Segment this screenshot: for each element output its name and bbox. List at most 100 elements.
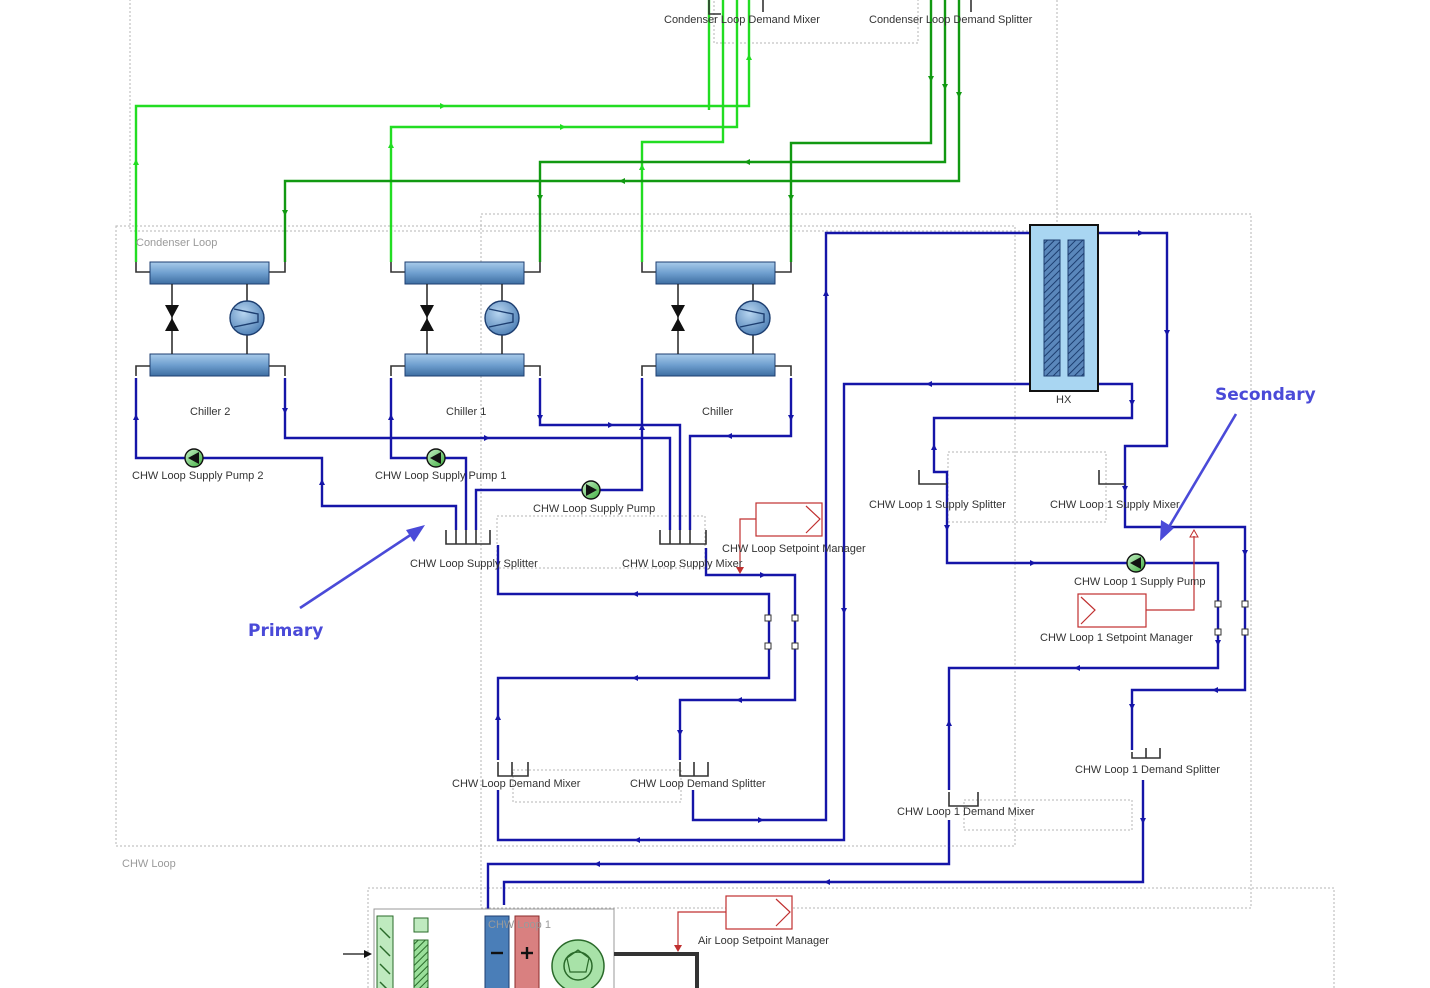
pump-label: CHW Loop Supply Pump xyxy=(533,503,655,515)
chw-loop-label: CHW Loop xyxy=(122,858,176,870)
loop-boundaries xyxy=(115,0,1335,988)
evaporator-bar xyxy=(404,353,525,377)
hx-plate-icon xyxy=(1067,239,1085,377)
setpoint-icon xyxy=(805,505,821,534)
setpoint-arrow-icon xyxy=(674,945,682,952)
flow-arrow xyxy=(726,433,732,439)
supply-air-duct xyxy=(614,952,699,988)
secondary-pointer xyxy=(1164,413,1238,533)
supply-mixer-node xyxy=(659,530,707,545)
flow-arrow xyxy=(942,84,948,90)
condenser-mixer-node xyxy=(708,0,721,15)
hx-plate-icon xyxy=(1043,239,1061,377)
pipe xyxy=(283,0,961,262)
flow-arrow xyxy=(1129,400,1135,406)
air-loop-setpoint-manager[interactable] xyxy=(674,895,793,952)
pipe xyxy=(1098,231,1247,750)
flow-arrow xyxy=(632,675,638,681)
chiller-2-label: Chiller 2 xyxy=(190,406,230,418)
chw-loop-setpoint-manager[interactable] xyxy=(736,502,823,574)
setpoint-link xyxy=(677,911,726,946)
flow-arrow xyxy=(824,879,830,885)
pipe xyxy=(389,0,739,262)
secondary-callout: Secondary xyxy=(1215,385,1316,405)
node-marker xyxy=(791,642,799,650)
loop1-supply-splitter-label: CHW Loop 1 Supply Splitter xyxy=(869,499,1006,511)
chw-loop-1-supply-pump[interactable] xyxy=(1126,553,1146,573)
condenser-demand-inner xyxy=(713,0,919,44)
pipe-stub xyxy=(390,365,405,376)
condenser-demand-splitter-label: Condenser Loop Demand Splitter xyxy=(869,14,1033,26)
pipe-stub xyxy=(269,365,286,376)
chw-loop-1-boundary xyxy=(480,213,1252,909)
expansion-valve-icon xyxy=(420,305,434,318)
pipe xyxy=(134,378,458,530)
chiller-2[interactable] xyxy=(135,261,286,377)
setpoint-arrow-icon xyxy=(736,567,744,574)
flow-arrow xyxy=(1138,230,1144,236)
pipe-stub xyxy=(269,262,286,273)
setpoint-icon xyxy=(775,898,791,927)
node-marker xyxy=(764,614,772,622)
loop1-supply-mixer-node xyxy=(1098,470,1125,485)
flow-arrow xyxy=(634,837,640,843)
chiller-label: Chiller xyxy=(702,406,734,418)
flow-arrow xyxy=(760,572,766,578)
secondary-arrowhead-icon xyxy=(1160,520,1174,541)
demand-splitter-label: CHW Loop Demand Splitter xyxy=(630,778,766,790)
hx-heat-exchanger[interactable] xyxy=(1029,224,1099,392)
supply-splitter-label: CHW Loop Supply Splitter xyxy=(410,558,538,570)
chw-supply-pump-1[interactable] xyxy=(426,448,446,468)
chw-supply-pump-2[interactable] xyxy=(184,448,204,468)
chw-supply-pump[interactable] xyxy=(581,480,601,500)
condenser-loop-label: Condenser Loop xyxy=(136,237,217,249)
flow-arrow xyxy=(619,178,625,184)
loop1-demand-mixer-label: CHW Loop 1 Demand Mixer xyxy=(897,806,1035,818)
expansion-valve-icon xyxy=(420,318,434,331)
flow-arrow xyxy=(746,54,752,60)
flow-arrow xyxy=(944,525,950,531)
flow-arrow xyxy=(1129,704,1135,710)
expansion-valve-icon xyxy=(165,318,179,331)
flow-arrow xyxy=(440,103,446,109)
pipe xyxy=(932,382,1220,790)
demand-mixer-label: CHW Loop Demand Mixer xyxy=(452,778,581,790)
flow-arrow xyxy=(495,714,501,720)
expansion-valve-icon xyxy=(671,305,685,318)
pump-arrow-icon xyxy=(586,484,597,496)
pipe-stub xyxy=(524,262,541,273)
flow-arrow xyxy=(537,195,543,201)
node-marker xyxy=(764,642,772,650)
flow-arrow xyxy=(319,479,325,485)
pipe-stub xyxy=(775,365,792,376)
chiller[interactable] xyxy=(641,261,792,377)
demand-inner xyxy=(512,769,682,803)
pump-arrow-icon xyxy=(430,452,441,464)
callout-arrows xyxy=(299,413,1238,610)
flow-arrow xyxy=(1212,687,1218,693)
flow-arrow xyxy=(282,408,288,414)
setpoint-box xyxy=(1077,593,1147,628)
chw-loop-1-setpoint-manager[interactable] xyxy=(1077,528,1199,628)
pipe xyxy=(538,0,947,262)
chiller-1[interactable] xyxy=(390,261,541,377)
chw-loop-1-label: CHW Loop 1 xyxy=(488,919,551,931)
compressor-glyph xyxy=(739,308,765,328)
condenser-bar xyxy=(655,261,776,285)
condenser-demand-mixer-label: Condenser Loop Demand Mixer xyxy=(664,14,820,26)
pump-arrow-icon xyxy=(188,452,199,464)
flow-arrow xyxy=(1030,560,1036,566)
evaporator-bar xyxy=(655,353,776,377)
flow-arrow xyxy=(744,159,750,165)
flow-arrow xyxy=(1242,550,1248,556)
node-marker xyxy=(791,614,799,622)
pipe-stub xyxy=(641,365,656,376)
node-marker xyxy=(1241,628,1249,636)
air-handler[interactable] xyxy=(343,908,699,988)
primary-callout: Primary xyxy=(248,621,323,641)
node-marker xyxy=(1241,600,1249,608)
pipe xyxy=(486,820,951,915)
flow-arrow xyxy=(388,142,394,148)
fan-icon xyxy=(551,939,605,988)
